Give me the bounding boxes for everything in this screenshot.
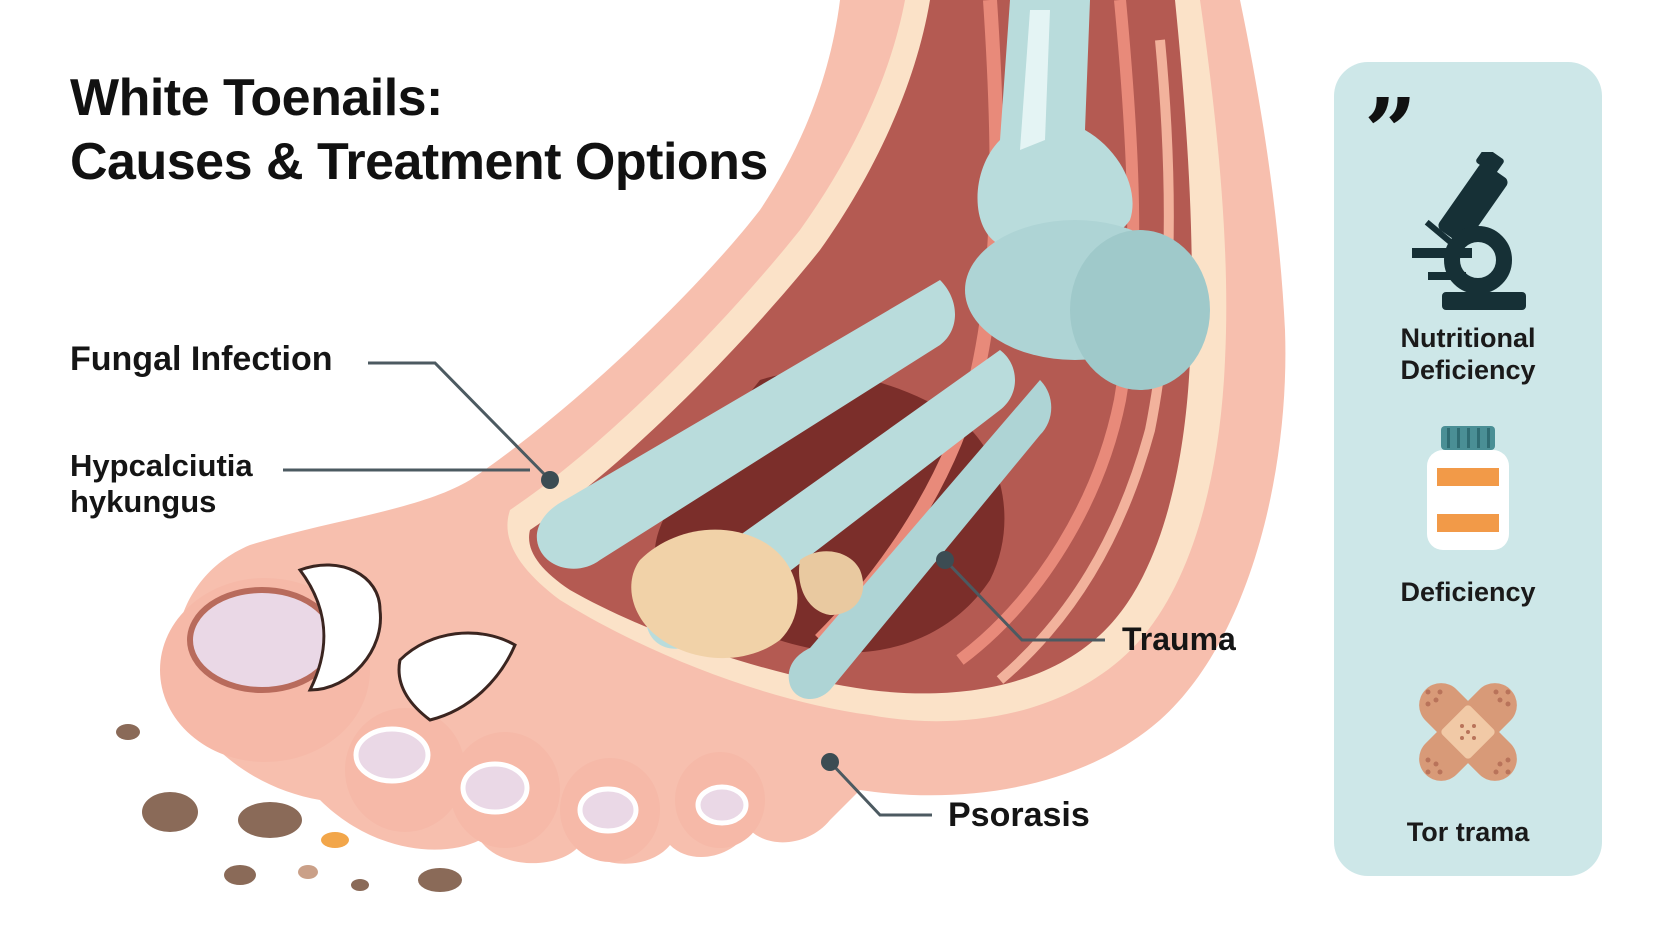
- debris: [238, 802, 302, 838]
- debris: [321, 832, 349, 848]
- toenail: [577, 786, 639, 834]
- toenail: [353, 726, 431, 784]
- causes-side-panel: ” Nutritional Deficiency Deficiency: [1334, 62, 1602, 876]
- microscope-icon: [1412, 152, 1526, 310]
- panel-item-line-1: Deficiency: [1400, 577, 1536, 607]
- muscle-strand: [996, 39, 1174, 684]
- heel-bone: [1070, 230, 1210, 390]
- title-line-1: White Toenails:: [70, 69, 443, 127]
- label-hypo-line-2: hykungus: [70, 484, 217, 519]
- panel-item-line-2: Deficiency: [1400, 355, 1536, 385]
- tibia-bone: [977, 0, 1133, 252]
- white-nail-patch: [297, 563, 382, 692]
- toenail: [695, 784, 749, 826]
- page-title: White Toenails: Causes & Treatment Optio…: [70, 66, 768, 194]
- label-psoriasis: Psorasis: [948, 796, 1090, 834]
- panel-item-line-1: Nutritional: [1400, 323, 1536, 353]
- quote-icon: ”: [1364, 78, 1417, 186]
- leader-line-trauma: [943, 558, 1105, 642]
- muscle-strand: [956, 0, 1140, 665]
- leader-dot: [821, 753, 839, 771]
- bone-highlight: [1020, 10, 1050, 150]
- label-hypo-line-1: Hypcalciutia: [70, 448, 253, 483]
- fungal-tissue: [631, 529, 798, 659]
- pill-bottle-icon: [1427, 426, 1509, 550]
- debris: [142, 792, 198, 832]
- bandage-icon: [1419, 683, 1517, 781]
- panel-item-trauma: Tor trama: [1334, 662, 1602, 848]
- debris: [298, 865, 318, 879]
- leader-line-fungal: [368, 361, 552, 482]
- metatarsal-bone: [536, 280, 955, 569]
- metatarsal-bone: [788, 380, 1052, 700]
- debris: [351, 879, 369, 891]
- big-toenail: [187, 587, 337, 693]
- label-hypocalciuria: Hypcalciutia hykungus: [70, 448, 253, 520]
- crumbling-nail-patch: [397, 631, 517, 722]
- leader-dot: [541, 471, 559, 489]
- label-trauma: Trauma: [1122, 621, 1236, 657]
- panel-item-nutritional-deficiency: Nutritional Deficiency: [1334, 152, 1602, 386]
- label-fungal-infection: Fungal Infection: [70, 340, 333, 378]
- leader-line-psoriasis: [828, 760, 932, 817]
- title-line-2: Causes & Treatment Options: [70, 133, 768, 191]
- debris: [418, 868, 462, 892]
- panel-item-deficiency: Deficiency: [1334, 424, 1602, 608]
- debris: [224, 865, 256, 885]
- debris: [116, 724, 140, 740]
- toenail: [460, 761, 530, 815]
- fungal-tissue: [799, 551, 864, 615]
- panel-item-line-1: Tor trama: [1406, 817, 1530, 847]
- leader-dot: [936, 551, 954, 569]
